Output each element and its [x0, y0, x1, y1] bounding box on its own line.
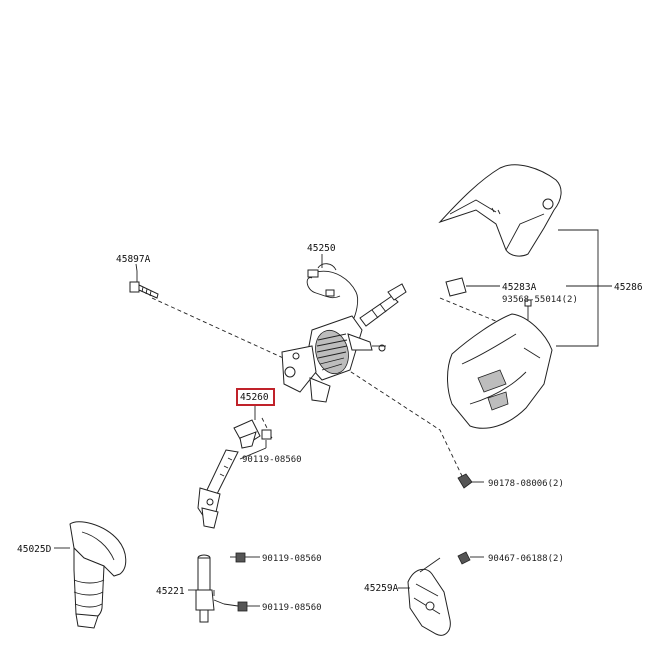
label-90119-upper-shaft[interactable]: 90119-08560	[242, 455, 302, 465]
nut-90178[interactable]	[457, 473, 484, 489]
label-45260[interactable]: 45260	[240, 392, 269, 403]
leader-45897a	[135, 263, 138, 272]
column-bracket-plate[interactable]	[398, 557, 451, 636]
nut-90467[interactable]	[457, 551, 484, 565]
label-90467[interactable]: 90467-06188(2)	[488, 554, 564, 564]
dashed-reference-lines	[151, 297, 499, 477]
label-45250[interactable]: 45250	[307, 243, 336, 254]
bolt-90119-lower[interactable]	[223, 601, 260, 612]
label-45897a[interactable]: 45897A	[116, 254, 151, 265]
label-45286[interactable]: 45286	[614, 282, 643, 293]
label-45025d[interactable]: 45025D	[17, 544, 52, 555]
column-cover-set[interactable]	[438, 164, 612, 429]
label-45283a[interactable]: 45283A	[502, 282, 537, 293]
steering-column-assembly[interactable]	[281, 263, 407, 403]
label-90119-lower[interactable]: 90119-08560	[262, 603, 322, 613]
label-93568[interactable]: 93568-55014(2)	[502, 295, 578, 305]
column-boot[interactable]	[54, 521, 127, 629]
intermediate-shaft[interactable]	[197, 404, 272, 529]
bolt-45897a[interactable]	[129, 271, 159, 299]
label-45221[interactable]: 45221	[156, 586, 185, 597]
label-90178[interactable]: 90178-08006(2)	[488, 479, 564, 489]
bolt-90119-upper[interactable]	[230, 552, 260, 563]
lower-shaft[interactable]	[188, 554, 225, 623]
part-labels: 45250 45897A 45260 90119-08560 45025D 90…	[17, 243, 643, 613]
selected-part-highlight	[236, 388, 275, 406]
label-45259a[interactable]: 45259A	[364, 583, 399, 594]
label-90119-middle[interactable]: 90119-08560	[262, 554, 322, 564]
